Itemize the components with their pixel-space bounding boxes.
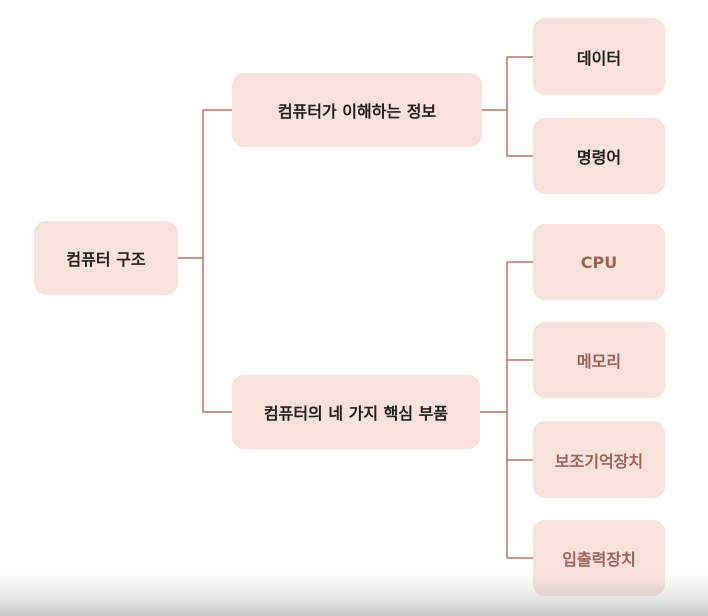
leaf-label-cpu: CPU (580, 252, 618, 272)
leaf-label-io: 입출력장치 (562, 550, 636, 569)
root-node: 컴퓨터 구조 (34, 221, 178, 295)
leaf-node-storage: 보조기억장치 (533, 421, 665, 498)
branch-node-parts: 컴퓨터의 네 가지 핵심 부품 (232, 375, 480, 449)
leaf-node-memory: 메모리 (533, 322, 665, 398)
leaf-node-instruction: 명령어 (533, 118, 665, 194)
leaf-label-memory: 메모리 (576, 352, 622, 371)
leaf-label-data: 데이터 (576, 48, 622, 68)
leaf-label-instruction: 명령어 (576, 148, 622, 167)
leaf-label-storage: 보조기억장치 (554, 451, 644, 471)
leaf-node-cpu: CPU (533, 224, 665, 300)
branch-node-info: 컴퓨터가 이해하는 정보 (232, 73, 482, 147)
leaf-node-io: 입출력장치 (533, 520, 665, 596)
root-label: 컴퓨터 구조 (66, 250, 146, 269)
branch-info-label: 컴퓨터가 이해하는 정보 (277, 102, 437, 121)
branch-parts-label: 컴퓨터의 네 가지 핵심 부품 (263, 404, 449, 423)
leaf-node-data: 데이터 (533, 18, 665, 95)
